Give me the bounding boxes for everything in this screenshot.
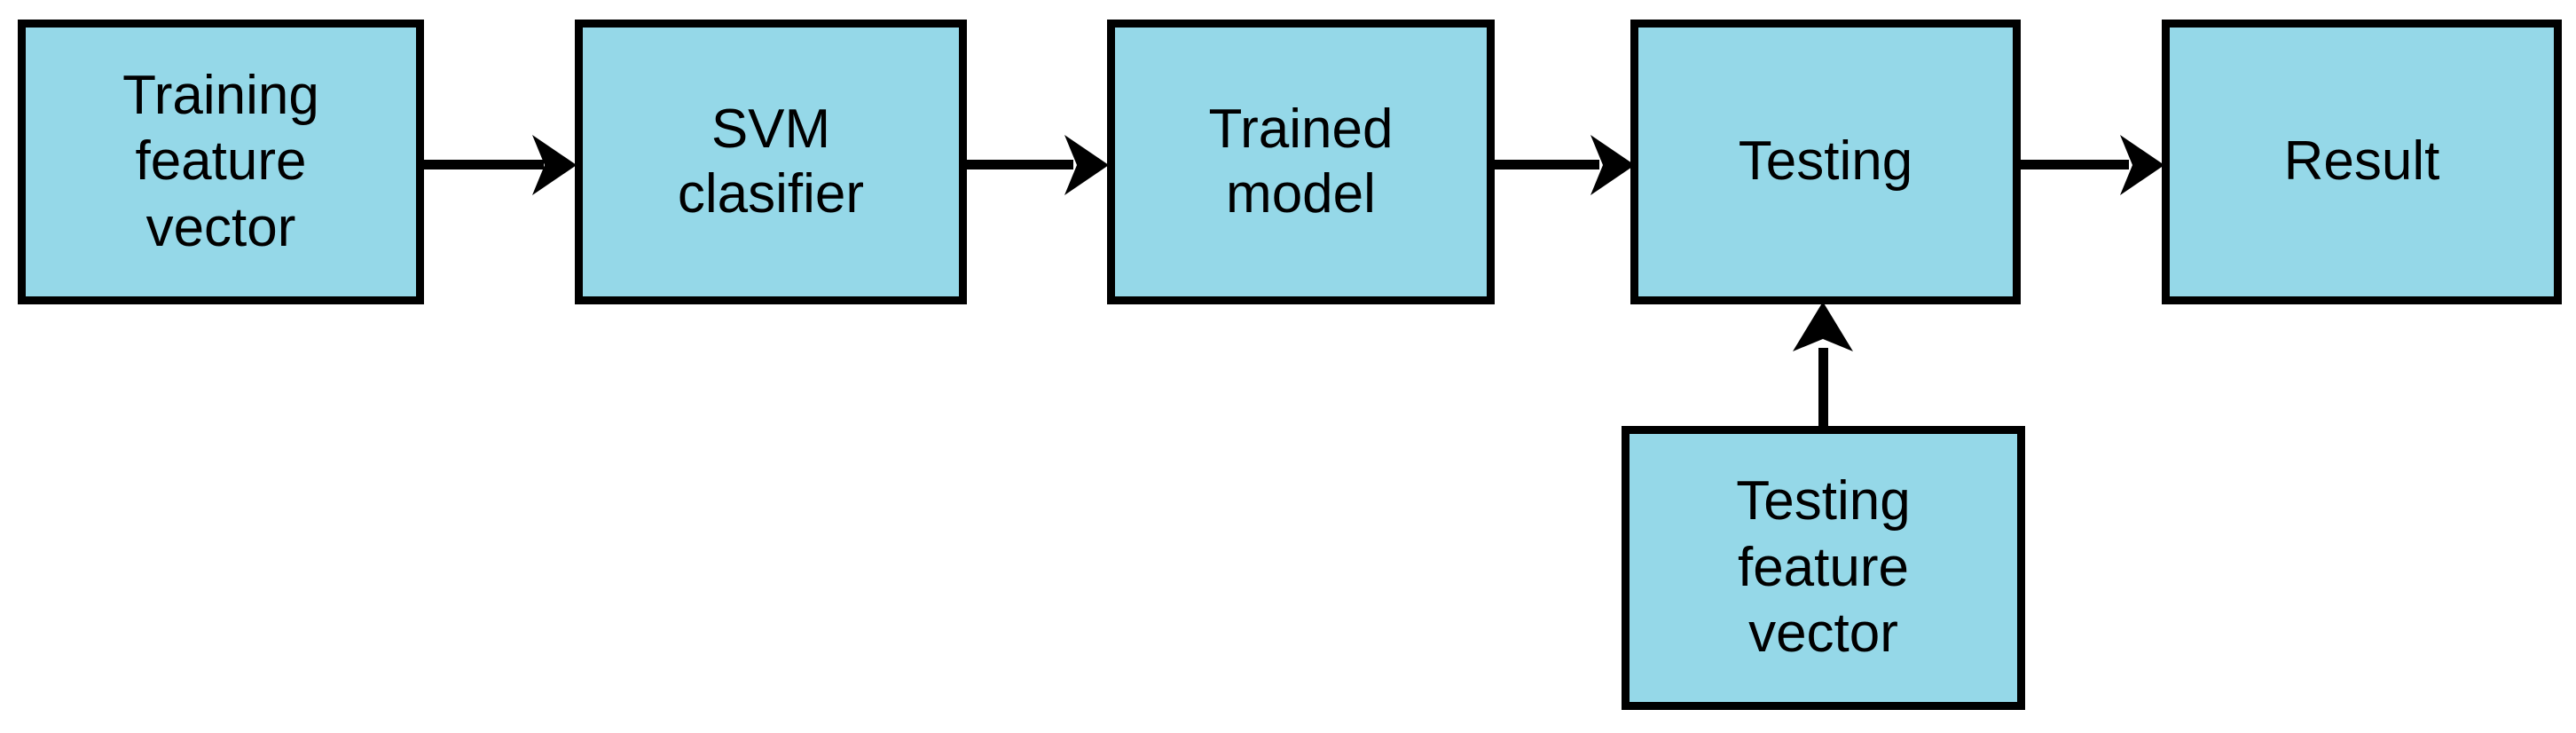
node-label-result: Result xyxy=(2283,130,2440,193)
node-result[interactable]: Result xyxy=(2162,20,2562,304)
node-label-training-feature-vector: Training feature vector xyxy=(122,64,319,258)
connector-trained-to-testing-shaft xyxy=(1495,160,1599,169)
node-testing-feature-vector[interactable]: Testing feature vector xyxy=(1622,426,2025,710)
node-label-trained-model: Trained model xyxy=(1208,98,1394,225)
connector-testingvec-to-testing-shaft xyxy=(1818,348,1828,430)
node-trained-model[interactable]: Trained model xyxy=(1107,20,1495,304)
node-training-feature-vector[interactable]: Training feature vector xyxy=(18,20,424,304)
node-svm-clasifier[interactable]: SVM clasifier xyxy=(575,20,967,304)
connector-testing-to-result-shaft xyxy=(2021,160,2129,169)
node-label-testing: Testing xyxy=(1738,130,1913,193)
connector-training-to-svm-shaft xyxy=(424,160,544,169)
node-label-svm-clasifier: SVM clasifier xyxy=(677,98,865,225)
node-testing[interactable]: Testing xyxy=(1630,20,2021,304)
connector-svm-to-trained-shaft xyxy=(967,160,1073,169)
node-label-testing-feature-vector: Testing feature vector xyxy=(1736,470,1911,665)
connector-testingvec-to-testing-arrowhead xyxy=(1793,302,1853,351)
